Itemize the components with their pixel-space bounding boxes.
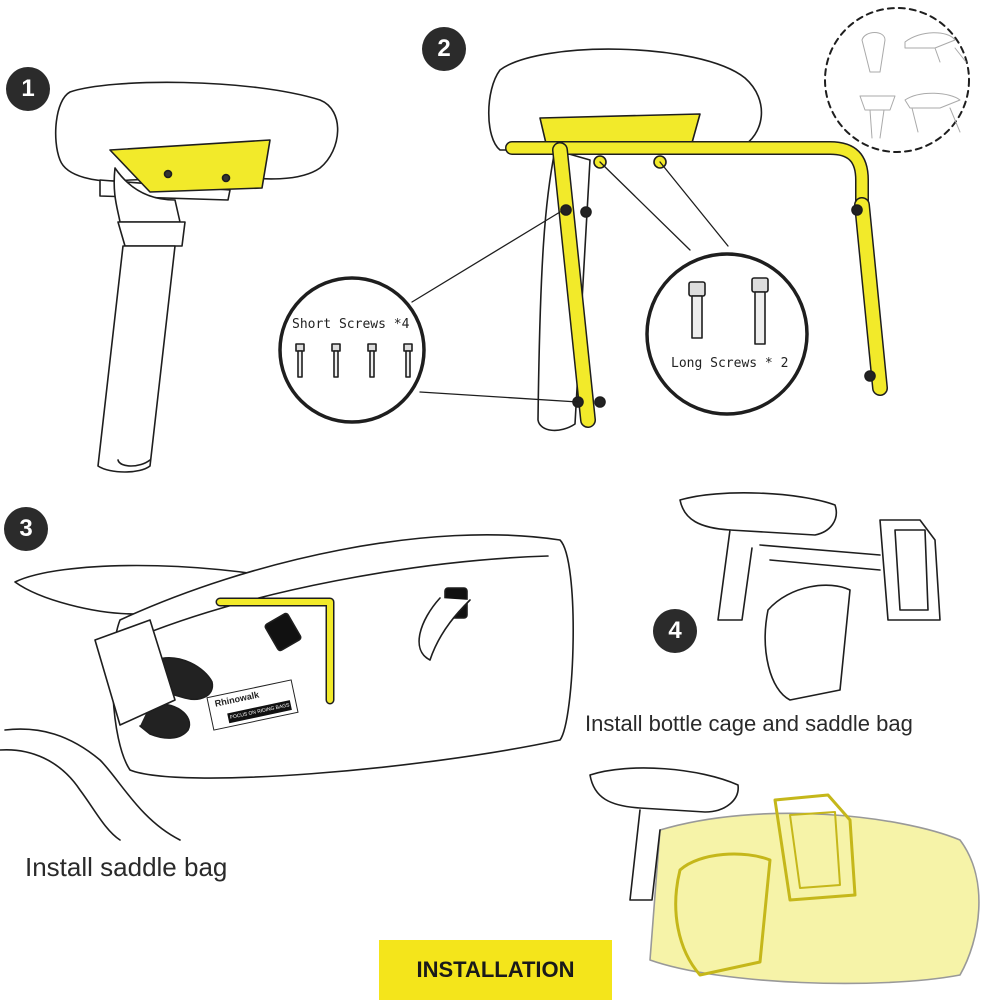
step-badge-4: 4 <box>653 609 697 653</box>
step-badge-1: 1 <box>6 67 50 111</box>
screw-icon <box>688 277 769 345</box>
step-number: 1 <box>21 75 35 102</box>
short-screws-callout <box>278 276 426 424</box>
step-number: 4 <box>668 617 682 644</box>
step2-bracket-illustration <box>411 48 888 432</box>
long-screws-label: Long Screws * 2 <box>671 356 789 371</box>
short-screws-label: Short Screws *4 <box>292 317 410 332</box>
step1-saddle-illustration <box>54 81 339 473</box>
preview-circle <box>824 7 970 153</box>
step-number: 3 <box>19 515 33 542</box>
step-number: 2 <box>437 35 451 62</box>
caption-install-bottle-cage: Install bottle cage and saddle bag <box>585 711 913 736</box>
step4-yellow-cage-illustration <box>589 767 980 985</box>
screw-icon <box>295 343 413 378</box>
preview-sketches <box>859 32 967 139</box>
long-screws-callout <box>645 252 809 416</box>
caption-install-saddle-bag: Install saddle bag <box>25 852 228 882</box>
installation-banner: INSTALLATION <box>379 940 612 1000</box>
step-badge-3: 3 <box>4 507 48 551</box>
step-badge-2: 2 <box>422 27 466 71</box>
step4-bottle-cage-illustration <box>679 492 941 701</box>
